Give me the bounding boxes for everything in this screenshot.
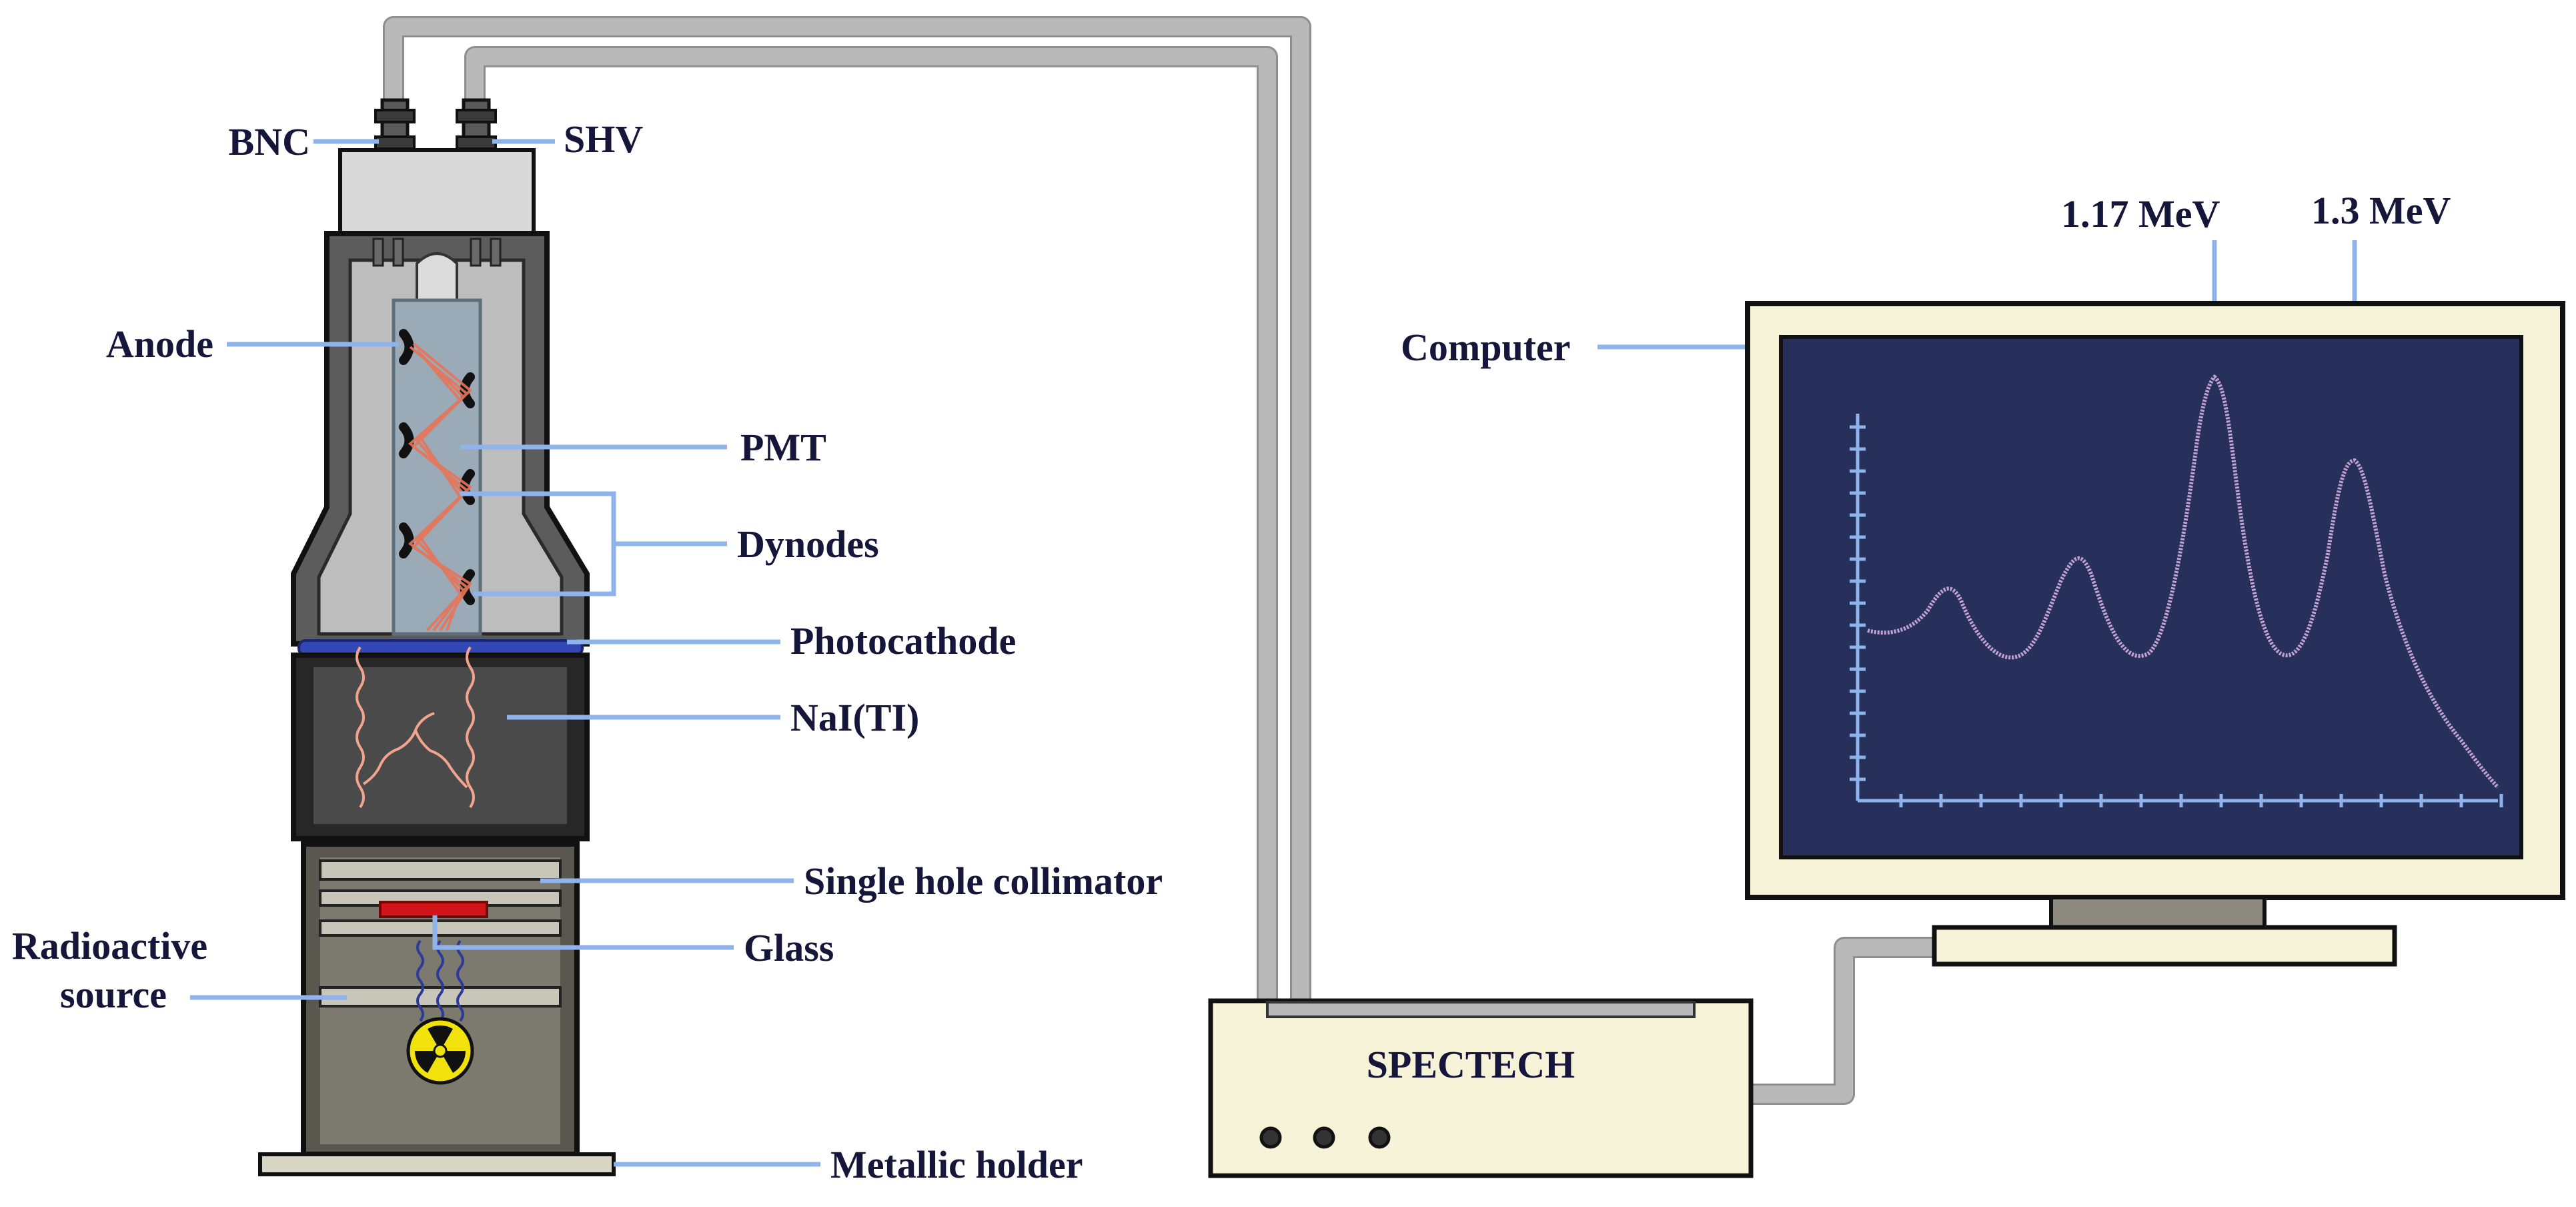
radiation-trefoil-icon: [406, 1017, 474, 1085]
monitor-screen: [1779, 335, 2523, 859]
label-spectech: SPECTECH: [1367, 1043, 1575, 1086]
knob-icon: [1368, 1126, 1391, 1149]
monitor-stand: [1932, 925, 2397, 967]
label-pmt: PMT: [740, 426, 826, 469]
label-nai: NaI(TI): [790, 696, 919, 739]
scintillation-photons: [356, 646, 475, 809]
monitor-neck: [2049, 895, 2267, 929]
label-source-line2: source: [60, 973, 167, 1016]
label-glass: Glass: [744, 926, 834, 969]
label-dynodes: Dynodes: [737, 522, 879, 566]
label-bnc: BNC: [229, 120, 310, 163]
spectech-analyzer: [1208, 998, 1754, 1178]
label-source-line1: Radioactive: [12, 924, 207, 967]
computer-monitor: [1745, 301, 2565, 967]
label-collimator: Single hole collimator: [804, 859, 1163, 903]
detector-assembly: [258, 98, 616, 1176]
diagram-labels: BNC SHV Anode PMT Dynodes Photocathode N…: [12, 117, 2451, 1186]
label-shv: SHV: [564, 117, 643, 161]
collimator-plates: [319, 859, 562, 1008]
spectrum-axes: [1850, 414, 2503, 807]
top-cap: [338, 148, 536, 236]
glass-slide: [379, 901, 488, 918]
metallic-holder: [258, 1152, 616, 1176]
knob-icon: [1259, 1126, 1282, 1149]
label-holder: Metallic holder: [830, 1143, 1083, 1186]
label-computer: Computer: [1401, 326, 1571, 369]
gamma-rays: [416, 939, 464, 1022]
label-peak-1-17: 1.17 MeV: [2061, 192, 2220, 236]
label-photocathode: Photocathode: [790, 619, 1016, 663]
knob-icon: [1313, 1126, 1335, 1149]
label-anode: Anode: [106, 322, 213, 366]
label-peak-1-3: 1.3 MeV: [2311, 189, 2451, 232]
signal-cables: [383, 16, 1934, 1105]
